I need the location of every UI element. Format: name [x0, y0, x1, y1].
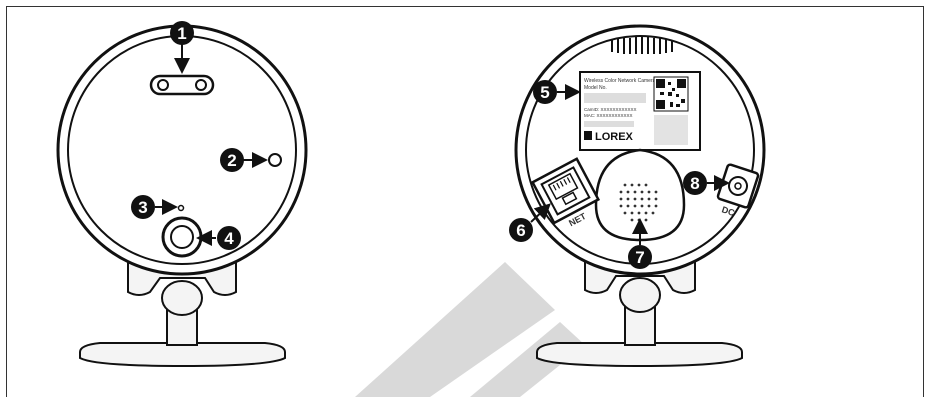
callout-7-number: 7 [635, 248, 644, 267]
back-ball-joint [619, 277, 661, 313]
label-blank-field-2 [584, 121, 634, 127]
figure-frame [6, 6, 924, 397]
callout-5-number: 5 [540, 83, 549, 102]
label-brand-text: LOREX [595, 131, 634, 143]
callout-4-number: 4 [224, 229, 234, 248]
label-model: Model No. [584, 85, 607, 91]
front-base [79, 342, 286, 368]
callout-6: 6 [509, 218, 533, 242]
callout-2: 2 [220, 148, 244, 172]
front-status-led [177, 204, 185, 212]
back-speaker-holes [619, 183, 658, 222]
label-qr-code [653, 76, 689, 112]
back-vent [611, 37, 673, 54]
back-speaker-dome [594, 148, 686, 242]
label-grey-block [654, 115, 688, 145]
callout-3: 3 [131, 195, 155, 219]
callout-3-number: 3 [138, 198, 147, 217]
dc-port-label: DC [721, 204, 737, 218]
callout-8: 8 [683, 171, 707, 195]
callout-1: 1 [170, 21, 194, 45]
label-brand-logo: LOREX [584, 131, 634, 143]
label-mac: MAC: XXXXXXXXXXXX [584, 113, 633, 118]
callout-7: 7 [628, 245, 652, 269]
callout-4: 4 [217, 226, 241, 250]
front-sensor-left [157, 79, 169, 91]
callout-arrows [155, 44, 730, 246]
callout-5: 5 [533, 80, 557, 104]
watermark-shape [355, 262, 555, 397]
callout-6-number: 6 [516, 221, 525, 240]
front-camera [56, 24, 308, 368]
callout-8-number: 8 [690, 174, 699, 193]
watermark-shape-2 [470, 322, 585, 397]
label-cam-id: CamID: XXXXXXXXXXXX [584, 107, 637, 112]
front-ball-joint [161, 280, 203, 316]
front-lens-inner [170, 225, 194, 249]
front-mic-hole [268, 153, 282, 167]
label-heading: Wireless Color Network Camera [584, 78, 656, 84]
front-sensor-right [195, 79, 207, 91]
back-camera: Wireless Color Network Camera Model No. … [514, 24, 766, 368]
label-blank-field-1 [584, 93, 646, 103]
arrow-6 [530, 203, 551, 223]
back-base [536, 342, 743, 368]
callout-1-number: 1 [177, 24, 186, 43]
callout-2-number: 2 [227, 151, 236, 170]
